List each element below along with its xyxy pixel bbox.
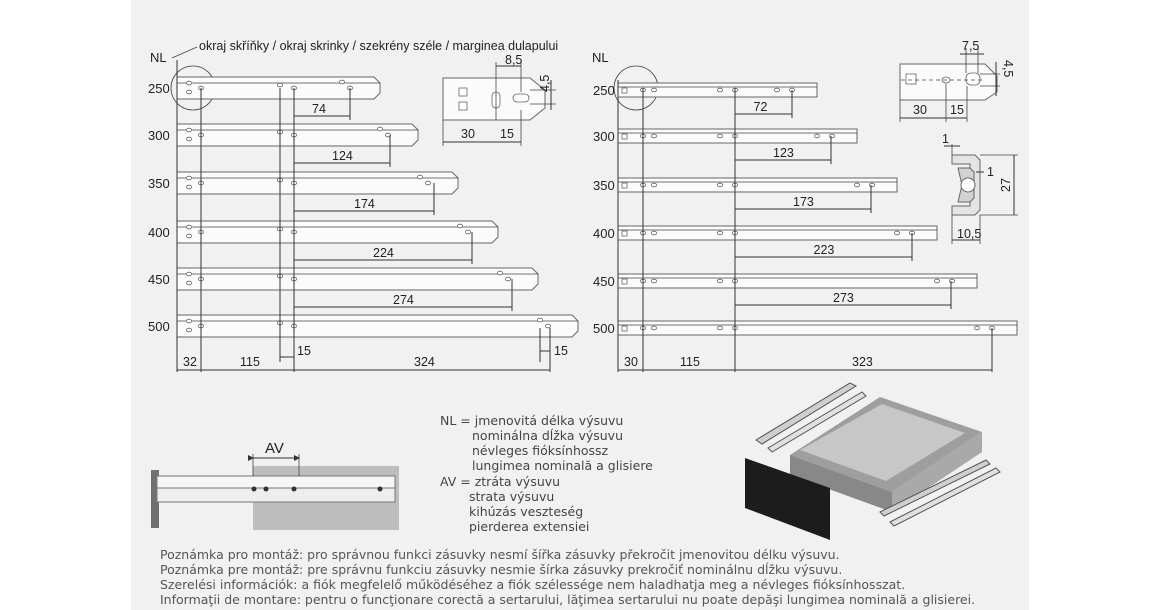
legend-av-line-3: pierderea extensiei — [469, 519, 589, 534]
left-detail-4-5: 4,5 — [538, 75, 552, 92]
left-nl-label: NL — [150, 50, 167, 65]
note-cs: Poznámka pro montáž: pro správnou funkci… — [160, 547, 840, 562]
left-rail-450 — [176, 267, 539, 291]
right-detail-30: 30 — [913, 103, 927, 117]
av-label: AV — [265, 440, 284, 457]
left-dim-124: 124 — [332, 149, 353, 163]
note-hu: Szerelési információk: a fiók megfelelő … — [160, 577, 905, 592]
right-dim-323: 323 — [852, 355, 873, 369]
left-length-350: 350 — [148, 176, 170, 191]
right-detail-15: 15 — [950, 103, 964, 117]
profile-dim-1b: 1 — [987, 165, 994, 179]
right-rail-450 — [617, 273, 978, 289]
legend-nl-line-3: lungimea nominală a glisiere — [472, 458, 653, 473]
left-dim-15b: 15 — [554, 344, 568, 358]
legend-nl-line-0: NL = jmenovitá délka výsuvu — [440, 413, 623, 428]
legend: NL = jmenovitá délka výsuvu nominálna dĺ… — [440, 413, 653, 534]
left-rail-500 — [176, 314, 579, 338]
profile-dim-1a: 1 — [942, 132, 949, 146]
left-detail-15: 15 — [500, 127, 514, 141]
right-length-450: 450 — [593, 274, 615, 289]
right-rail-500 — [617, 320, 1018, 336]
left-dim-274: 274 — [393, 293, 414, 307]
right-dim-115: 115 — [680, 355, 700, 369]
rail-profile-section: 1 1 27 10,5 — [942, 132, 1018, 244]
legend-av-line-2: kihúzás veszteség — [469, 504, 583, 519]
left-length-450: 450 — [148, 272, 170, 287]
left-length-300: 300 — [148, 128, 170, 143]
legend-nl-line-2: névleges fióksínhossz — [472, 443, 609, 458]
note-ro: Informaţii de montare: pentru o funcţion… — [160, 592, 975, 607]
right-dim-72: 72 — [754, 100, 768, 114]
left-dim-74: 74 — [312, 102, 326, 116]
left-bracket-detail: 8,5 4,5 30 15 — [442, 53, 556, 146]
right-dim-123: 123 — [773, 146, 794, 160]
legend-av-line-0: AV = ztráta výsuvu — [440, 474, 560, 489]
right-length-500: 500 — [593, 321, 615, 336]
left-dim-174: 174 — [354, 197, 375, 211]
note-sk: Poznámka pre montáž: pre správnu funkciu… — [160, 562, 842, 577]
left-length-250: 250 — [148, 81, 170, 96]
drawer-illustration — [745, 382, 1001, 540]
left-length-400: 400 — [148, 225, 170, 240]
right-bracket-detail: 7,5 4,5 30 15 — [899, 39, 1015, 122]
right-dim-223: 223 — [814, 243, 835, 257]
right-length-350: 350 — [593, 178, 615, 193]
left-detail-30: 30 — [461, 127, 475, 141]
left-length-500: 500 — [148, 319, 170, 334]
av-extension-loss-diagram: AV — [151, 440, 399, 530]
right-rail-400 — [617, 225, 938, 241]
right-detail-4-5: 4,5 — [1001, 60, 1015, 77]
cabinet-edge-caption: okraj skříňky / okraj skrinky / szekrény… — [199, 39, 558, 53]
left-dim-32: 32 — [183, 355, 197, 369]
right-dim-273: 273 — [833, 291, 854, 305]
right-dim-173: 173 — [793, 195, 814, 209]
left-dim-324: 324 — [414, 355, 435, 369]
profile-dim-27: 27 — [999, 178, 1013, 192]
legend-nl-line-1: nominálna dĺžka výsuvu — [472, 428, 623, 443]
left-rail-350 — [176, 171, 459, 195]
left-dim-115: 115 — [240, 355, 260, 369]
right-dim-30: 30 — [624, 355, 638, 369]
right-length-300: 300 — [593, 129, 615, 144]
right-length-400: 400 — [593, 226, 615, 241]
left-rail-400 — [176, 220, 499, 244]
legend-av-line-1: strata výsuvu — [469, 489, 554, 504]
right-nl-label: NL — [592, 50, 609, 65]
right-detail-7-5: 7,5 — [962, 39, 979, 53]
left-dim-224: 224 — [373, 246, 394, 260]
left-dim-15a: 15 — [297, 344, 311, 358]
profile-dim-10-5: 10,5 — [957, 227, 981, 241]
left-rail-series: 250 74 300 124 350 174 400 224 450 274 500 — [148, 76, 579, 338]
left-detail-8-5: 8,5 — [505, 53, 522, 67]
right-length-250: 250 — [593, 83, 615, 98]
right-rail-series: 250 72 300 123 350 173 400 223 450 273 500 — [593, 82, 1018, 336]
